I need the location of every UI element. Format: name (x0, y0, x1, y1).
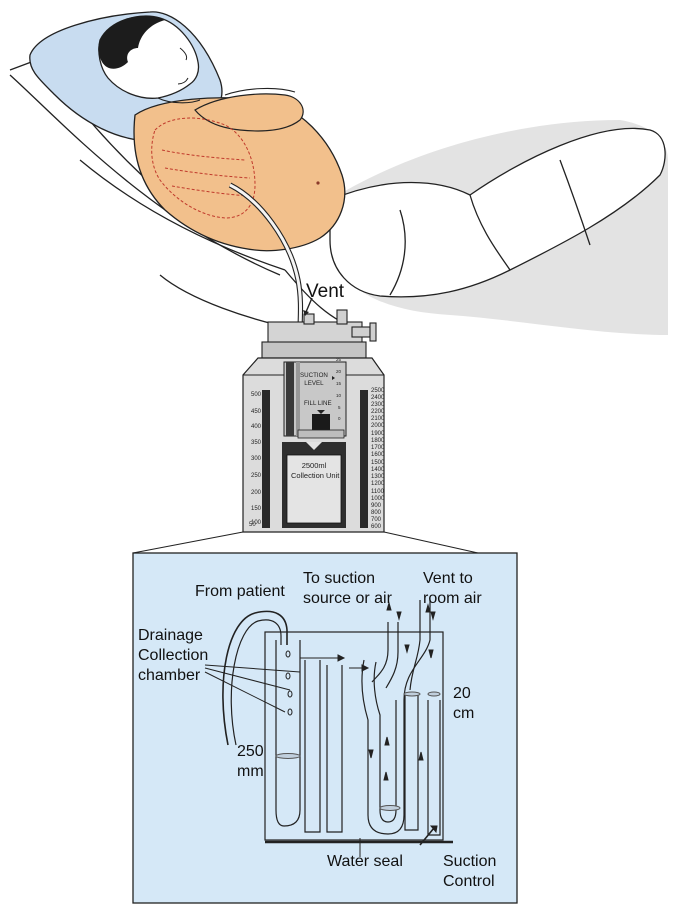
drainage-chamber-label: Drainage Collection chamber (138, 627, 209, 684)
right-tick: 2100 (371, 416, 385, 422)
right-tick: 2200 (371, 409, 385, 415)
hair (98, 15, 165, 69)
left-tick: 150 (250, 506, 261, 512)
water-seal-label: Water seal (327, 853, 403, 870)
right-tick: 2000 (371, 423, 385, 429)
right-tick: 1600 (371, 452, 385, 458)
bubbles (285, 650, 293, 716)
lung-outline (151, 117, 256, 219)
right-tick: 800 (371, 510, 382, 516)
device-cap (261, 309, 377, 359)
right-tick: 1900 (371, 431, 385, 437)
left-tick: 250 (250, 473, 261, 479)
legs-under-sheet (329, 127, 666, 298)
suction-tick: 5 (338, 405, 341, 410)
mm250-label: 250 mm (237, 743, 264, 780)
right-window (360, 390, 368, 528)
to-suction-label: To suction source or air (303, 570, 392, 607)
right-tick: 1100 (371, 489, 384, 495)
right-tick: 700 (371, 517, 382, 523)
cm20-label: 20 cm (453, 685, 475, 722)
suction-tick: 0 (338, 416, 341, 421)
right-tick: 2400 (371, 395, 385, 401)
right-tick: 1000 (371, 496, 385, 502)
zoom-lines (132, 531, 479, 554)
right-tick: 900 (371, 503, 382, 509)
inset-chambers (204, 600, 453, 857)
suction-control-label: Suction Control (443, 853, 497, 890)
right-tick: 1800 (371, 438, 385, 444)
flow-arrows (300, 601, 438, 846)
suction-tick: 20 (336, 369, 342, 374)
right-tick: 1400 (371, 467, 385, 473)
vent-room-air-label: Vent to room air (423, 570, 482, 607)
suction-tick: 15 (336, 381, 342, 386)
collection-unit-label: 2500ml Collection Unit (291, 461, 340, 480)
left-tick: 350 (250, 440, 261, 446)
fill-line-label: FILL LINE (304, 400, 332, 407)
liquid-levels (275, 691, 441, 811)
right-tick: 1300 (371, 474, 385, 480)
left-window (262, 390, 270, 528)
arms (194, 93, 304, 132)
right-tick: 2300 (371, 402, 385, 408)
left-tick: 200 (250, 490, 261, 496)
vent-label: Vent (306, 281, 345, 302)
suction-column (286, 362, 294, 436)
left-tick: 300 (250, 456, 261, 462)
left-tick: 500 (250, 392, 261, 398)
right-tick: 2500 (371, 388, 385, 394)
left-tick: 100 (250, 520, 261, 526)
suction-tick: 10 (336, 393, 342, 398)
right-tick: 1700 (371, 445, 385, 451)
left-tick: 400 (250, 424, 261, 430)
suction-tick: 25 (336, 357, 342, 362)
right-tick: 1200 (371, 481, 385, 487)
left-tick-50: 50 (249, 522, 256, 528)
fill-indicator (312, 414, 330, 430)
inset-box (132, 552, 518, 904)
right-tick: 1500 (371, 460, 385, 466)
suction-level-label: SUCTION LEVEL (300, 372, 328, 388)
from-patient-label: From patient (195, 583, 285, 600)
right-tick: 600 (371, 524, 382, 530)
vent-arrow (303, 297, 313, 316)
left-tick: 450 (250, 409, 261, 415)
